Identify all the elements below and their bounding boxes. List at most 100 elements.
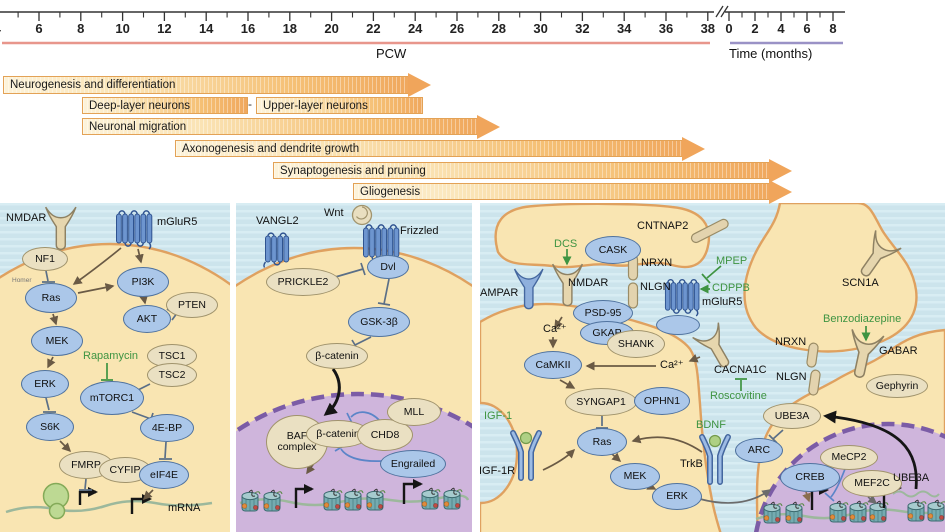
transcription-start-arrow (294, 484, 314, 508)
mrna-label: mRNA (168, 502, 201, 514)
igf1-ligand-icon (519, 431, 533, 445)
benzodiazepine-label: Benzodiazepine (823, 313, 902, 325)
pcw-tick-label: 18 (283, 21, 297, 36)
gabar-label: GABAR (879, 345, 918, 357)
erk-creb-arrow (699, 489, 772, 504)
cntnap2-protein-icon (690, 218, 729, 244)
nrxn2-label: NRXN (775, 336, 807, 348)
node-shank: SHANK (607, 330, 665, 358)
node-pi3k: PI3K (117, 267, 169, 297)
nmdar-r-label: NMDAR (568, 277, 609, 289)
bar-neurogenesis-arrowhead (408, 73, 431, 97)
ampar-label: AMPAR (480, 287, 519, 299)
presynaptic-terminal (494, 203, 711, 269)
mglur5-label: mGluR5 (157, 216, 198, 228)
ube3a-mrna-squiggle (892, 490, 940, 498)
nlgn-protein-icon (627, 282, 639, 309)
node-gsk3b: GSK-3β (348, 307, 410, 337)
pcw-tick-label: 28 (492, 21, 506, 36)
nmdar-label: NMDAR (6, 212, 47, 224)
dcs-label: DCS (554, 238, 578, 250)
vangl2-label: VANGL2 (256, 215, 299, 227)
mecp2-repression-line (824, 468, 846, 502)
drug-arrows (562, 249, 871, 391)
node-bcatenin-cyto: β-catenin (306, 343, 368, 369)
extracellular-notch (480, 401, 519, 505)
node-mef2c: MEF2C (842, 469, 902, 497)
bar-synaptogenesis-label: Synaptogenesis and pruning (280, 164, 426, 177)
node-erk-r: ERK (652, 482, 702, 510)
node-mll: MLL (387, 398, 441, 426)
node-4ebp: 4E-BP (140, 414, 194, 442)
mef2c-transcription-arrow (867, 494, 878, 504)
node-pten: PTEN (166, 292, 218, 318)
month-tick-label: 2 (751, 21, 758, 36)
bar-gliogenesis-arrowhead (769, 179, 792, 204)
bar-axonogenesis: Axonogenesis and dendrite growth (175, 140, 683, 157)
ca1-label: Ca²⁺ (543, 323, 567, 335)
pcw-tick-label: 14 (199, 21, 214, 36)
pcw-tick-label: 22 (366, 21, 380, 36)
nrxn-protein-icon (806, 342, 819, 368)
bar-synaptogenesis-arrowhead (769, 158, 792, 183)
bar-neuronal-migration-arrowhead (477, 114, 500, 139)
pcw-tick-label: 38 (701, 21, 715, 36)
node-tsc2: TSC2 (147, 363, 197, 387)
month-tick-label: 4 (777, 21, 785, 36)
bar-synaptogenesis: Synaptogenesis and pruning (273, 162, 770, 179)
node-prickle2: PRICKLE2 (266, 268, 340, 296)
right-activation-arrows (542, 316, 703, 490)
scn1a-label: SCN1A (842, 277, 879, 289)
node-gephyrin: Gephyrin (866, 374, 928, 398)
pcw-tick-label: 10 (115, 21, 129, 36)
wnt-ligand-curl (356, 206, 368, 220)
node-s6k: S6K (26, 413, 74, 441)
node-mek-r: MEK (610, 462, 660, 490)
node-engrailed: Engrailed (380, 450, 446, 478)
nrxn1-label: NRXN (641, 257, 673, 269)
mglur5-r-label: mGluR5 (702, 296, 743, 308)
months-axis-label: Time (months) (729, 46, 813, 61)
mrna-strand (5, 499, 213, 514)
node-ube3a: UBE3A (763, 403, 821, 429)
igf1-label: IGF-1 (484, 410, 513, 422)
bar-deep-layer: Deep-layer neurons (82, 97, 248, 114)
node-ophn1: OPHN1 (634, 387, 690, 415)
roscovitine-label: Roscovitine (710, 390, 767, 402)
cacna1c-label: CACNA1C (714, 364, 767, 376)
nlgn1-label: NLGN (640, 281, 671, 293)
pcw-tick-label: 26 (450, 21, 464, 36)
node-creb: CREB (780, 462, 840, 492)
month-tick-label: 8 (829, 21, 836, 36)
bdnf-label: BDNF (696, 419, 726, 431)
node-homer (656, 315, 700, 335)
translation-start-arrow (78, 487, 98, 505)
nlgn2-label: NLGN (776, 371, 807, 383)
bar-neuronal-migration: Neuronal migration (82, 118, 478, 135)
ube3a-export-arrow (823, 410, 918, 490)
node-ras: Ras (25, 283, 77, 313)
wnt-label: Wnt (324, 207, 344, 219)
pcw-tick-label: 24 (408, 21, 423, 36)
node-arc: ARC (735, 437, 783, 463)
bar-axonogenesis-arrowhead (682, 136, 705, 161)
pcw-tick-label: 30 (533, 21, 547, 36)
node-erk: ERK (21, 370, 69, 398)
pcw-tick-label: 20 (324, 21, 338, 36)
wnt-ligand-icon (351, 204, 373, 226)
node-mek: MEK (31, 326, 83, 356)
beta-catenin-translocation-arrow (323, 368, 341, 416)
creb-transcription-arrow (802, 491, 811, 503)
bar-gliogenesis: Gliogenesis (353, 183, 770, 200)
cntnap2-label: CNTNAP2 (637, 220, 689, 232)
pcw-tick-label: 16 (241, 21, 255, 36)
mpep-label: MPEP (716, 255, 748, 267)
node-cask: CASK (585, 236, 641, 264)
homer-label: Homer (12, 277, 32, 284)
ca2-label: Ca²⁺ (660, 359, 684, 371)
bar-axonogenesis-label: Axonogenesis and dendrite growth (182, 142, 360, 155)
bdnf-ligand-icon (708, 434, 722, 448)
bar-deep-layer-label: Deep-layer neurons (89, 99, 191, 112)
node-mecp2: MeCP2 (820, 444, 878, 470)
